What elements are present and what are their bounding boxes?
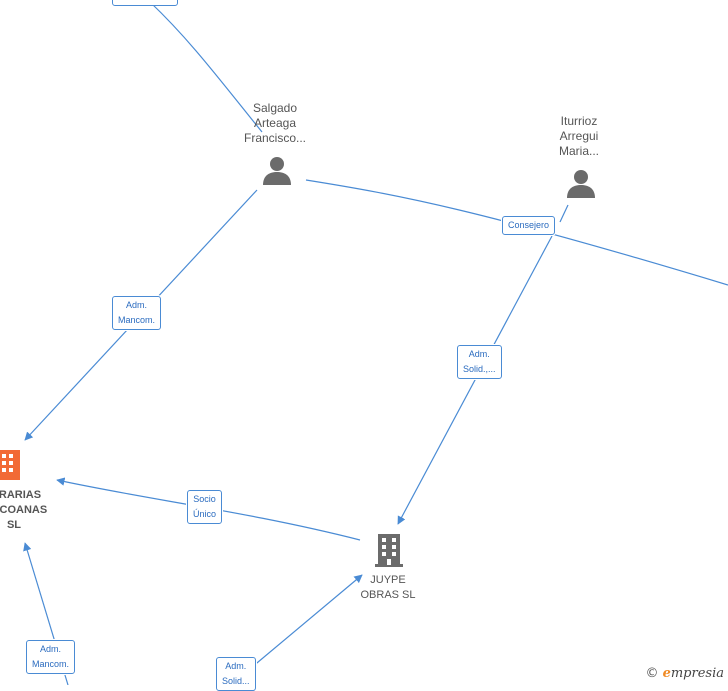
edge-label-consejero[interactable]: Consejero — [502, 216, 556, 235]
edge-iturrioz-consejero — [559, 204, 569, 223]
person-label-salgado[interactable]: Salgado Arteaga Francisco... — [243, 101, 307, 145]
building-icon[interactable] — [0, 448, 26, 482]
edge-label-adm-mancom[interactable]: Adm. Mancom. — [112, 296, 162, 330]
person-label-iturrioz[interactable]: Iturrioz Arregui Maria... — [558, 114, 600, 158]
edge-salgado-consejero — [305, 179, 728, 286]
edge-label-cutoff[interactable] — [112, 0, 178, 6]
edge-bottom-to-juype — [244, 574, 363, 674]
edge-iturrioz-juype — [397, 235, 553, 525]
building-icon[interactable] — [374, 532, 404, 568]
person-icon[interactable] — [566, 168, 596, 198]
edge-label-adm-solid-bottom[interactable]: Adm. Solid... — [216, 657, 256, 691]
edge-top-to-salgado — [149, 1, 263, 133]
empresia-watermark: © empresia — [645, 666, 724, 681]
edge-label-socio-unico[interactable]: Socio Único — [187, 490, 223, 524]
person-icon[interactable] — [262, 155, 292, 185]
company-label-left[interactable]: RARIAS ZCOANAS SL — [0, 489, 48, 531]
edge-label-adm-solid[interactable]: Adm. Solid.,... — [457, 345, 502, 379]
company-label-juype[interactable]: JUYPE OBRAS SL — [360, 574, 416, 601]
edge-label-adm-mancom-bottom[interactable]: Adm. Mancom. — [26, 640, 76, 674]
